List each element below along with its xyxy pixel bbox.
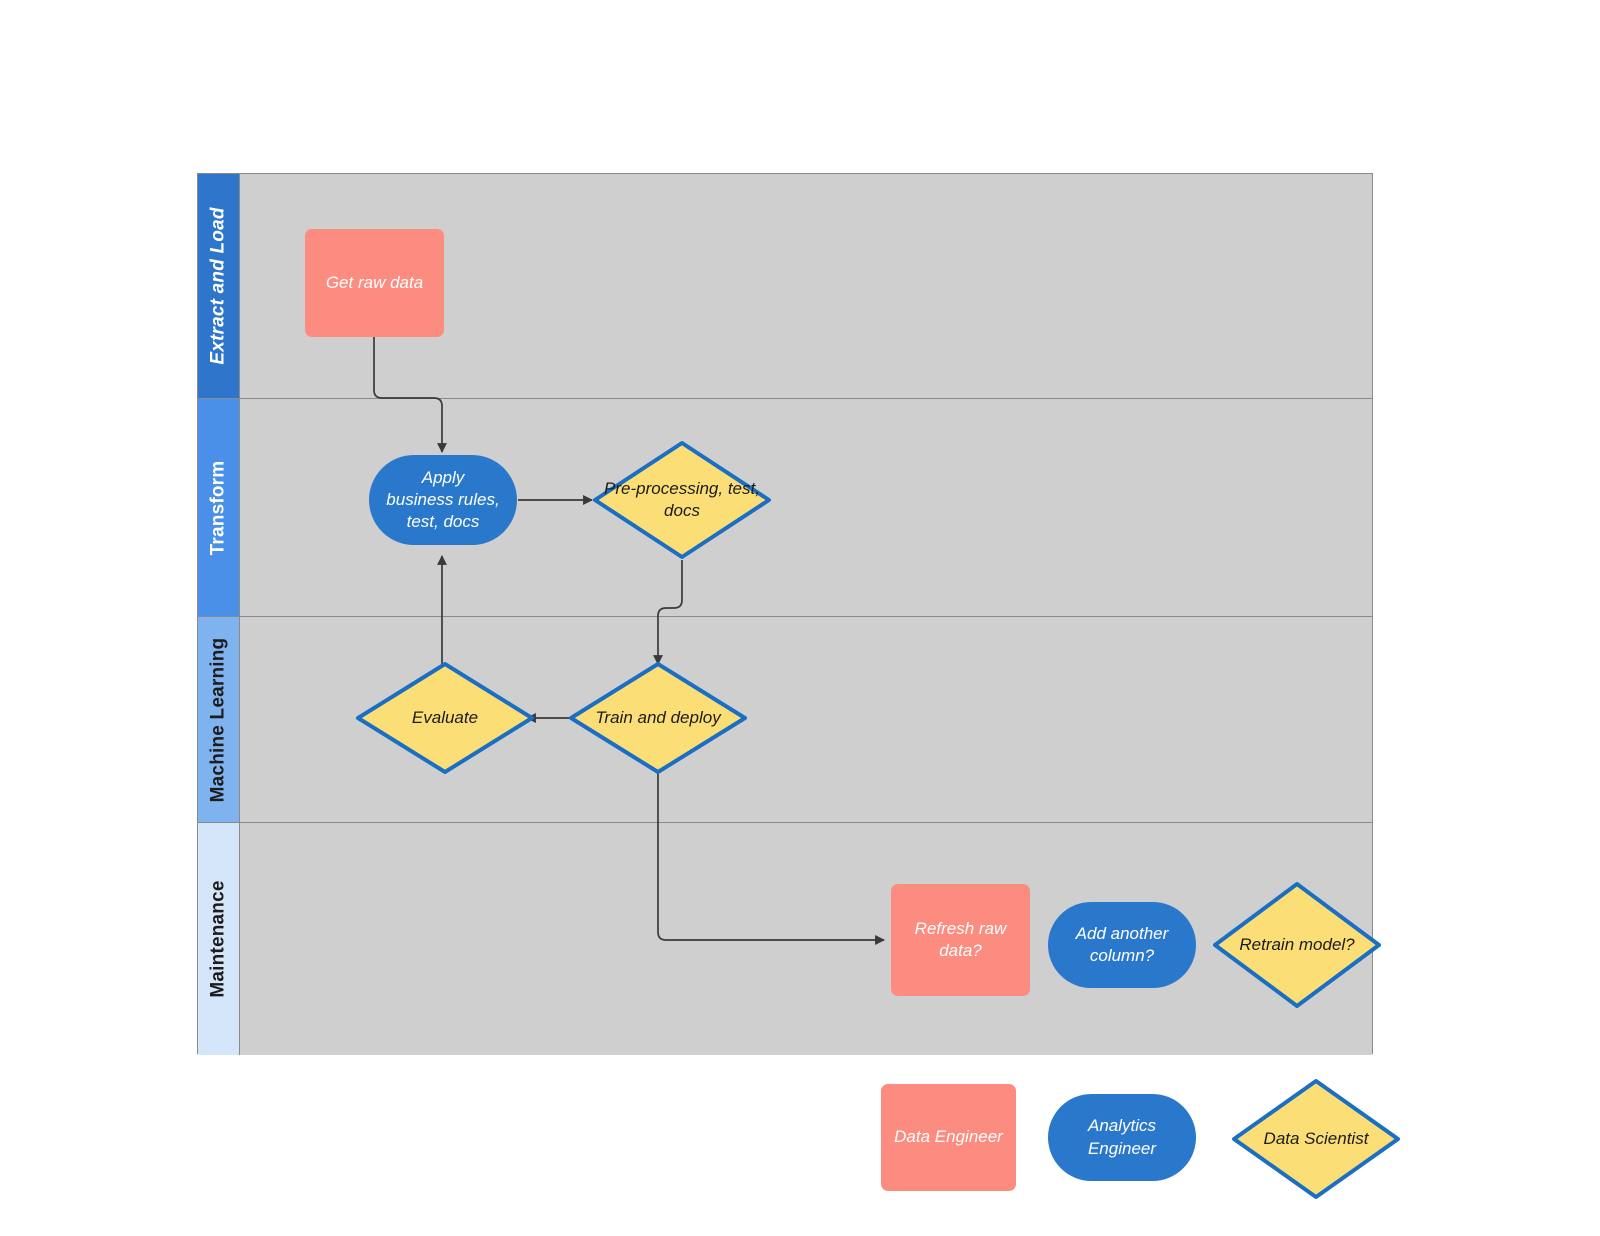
lane-header-maintenance: Maintenance (198, 823, 240, 1055)
retrain-model-diamond-icon (1213, 882, 1381, 1008)
legend-item-analytics-engineer[interactable]: Analytics Engineer (1048, 1094, 1196, 1181)
lane-label-machine-learning: Machine Learning (207, 637, 229, 802)
lane-header-machine-learning: Machine Learning (198, 617, 240, 822)
pre-processing-diamond-icon (593, 441, 771, 559)
legend-label-data-engineer: Data Engineer (894, 1127, 1003, 1147)
node-label-train-and-deploy: Train and deploy (595, 707, 721, 727)
legend-item-data-scientist[interactable]: Data Scientist (1231, 1078, 1401, 1200)
node-pre-processing[interactable]: Pre-processing, test, docs (592, 440, 772, 560)
legend-label-data-scientist: Data Scientist (1263, 1128, 1369, 1148)
evaluate-diamond-icon (356, 662, 534, 774)
node-label-add-another-column: Add another column? (1075, 923, 1169, 965)
node-apply-business-rules[interactable]: Apply business rules, test, docs (369, 455, 517, 545)
legend-item-data-engineer[interactable]: Data Engineer (881, 1084, 1016, 1191)
node-label-refresh-raw-data: Refresh raw data? (914, 918, 1007, 960)
legend-label-analytics-engineer: Analytics Engineer (1087, 1116, 1157, 1158)
lane-maintenance: Maintenance (198, 823, 1372, 1055)
node-retrain-model[interactable]: Retrain model? (1212, 881, 1382, 1009)
node-get-raw-data[interactable]: Get raw data (305, 229, 444, 337)
lane-header-transform: Transform (198, 399, 240, 616)
lane-label-maintenance: Maintenance (207, 880, 229, 998)
lane-header-extract-and-load: Extract and Load (198, 174, 240, 398)
lane-label-extract-and-load: Extract and Load (207, 207, 229, 365)
node-add-another-column[interactable]: Add another column? (1048, 902, 1196, 988)
lane-label-transform: Transform (207, 460, 229, 555)
node-label-retrain-model: Retrain model? (1239, 934, 1355, 954)
node-evaluate[interactable]: Evaluate (355, 661, 535, 775)
node-label-pre-processing: Pre-processing, test, docs (604, 478, 760, 520)
node-refresh-raw-data[interactable]: Refresh raw data? (891, 884, 1030, 996)
node-label-apply-business-rules: Apply business rules, test, docs (386, 467, 500, 532)
data-scientist-diamond-icon (1232, 1079, 1400, 1199)
node-label-evaluate: Evaluate (411, 707, 479, 727)
node-train-and-deploy[interactable]: Train and deploy (568, 661, 748, 775)
lane-body-maintenance (240, 823, 1372, 1055)
node-label-get-raw-data: Get raw data (325, 272, 424, 292)
